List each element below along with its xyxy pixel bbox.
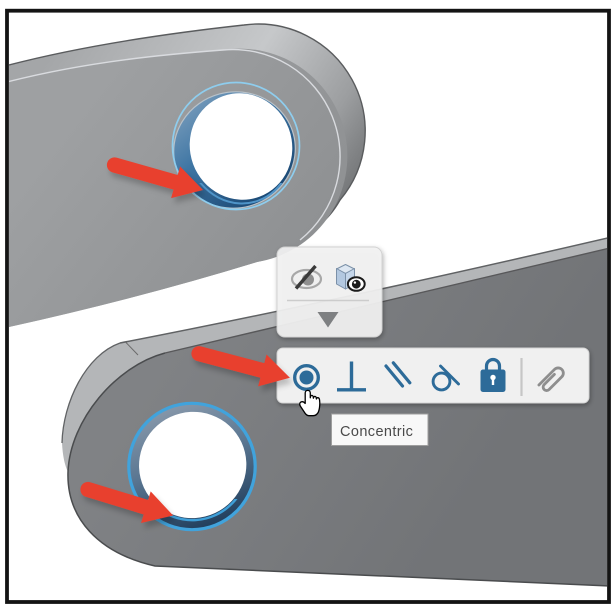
svg-text:Concentric: Concentric: [340, 424, 413, 440]
